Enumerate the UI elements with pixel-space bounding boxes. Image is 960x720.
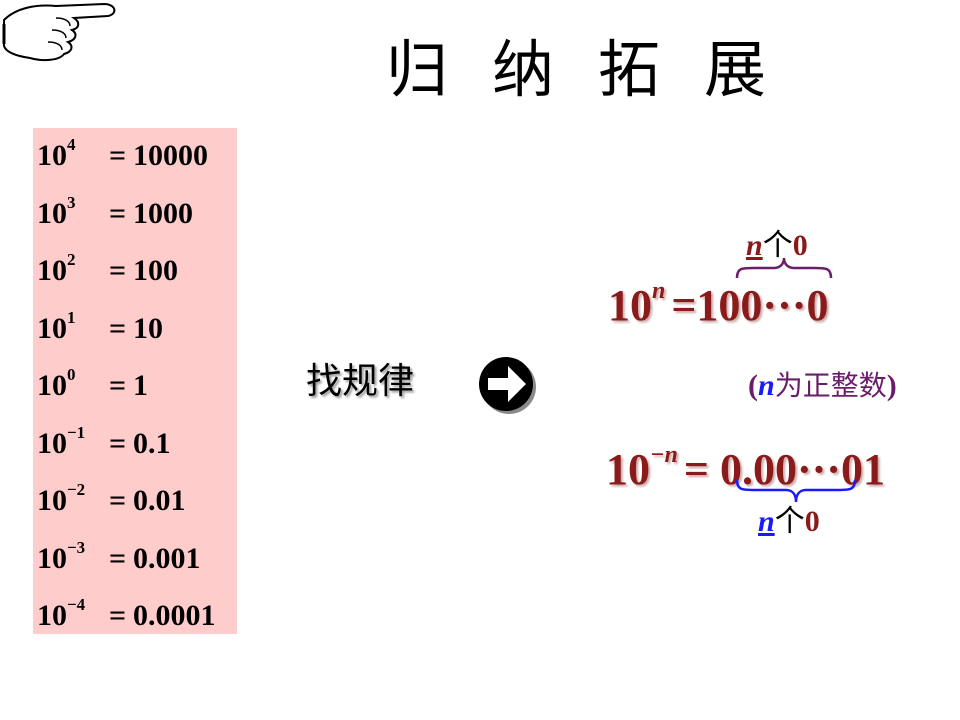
find-pattern-label: 找规律 [306, 361, 415, 402]
power-row: 104=10000 [37, 135, 208, 172]
power-row: 102=100 [37, 250, 178, 287]
power-row: 10−4=0.0001 [37, 595, 216, 632]
pointing-hand-icon [2, 2, 116, 62]
power-row: 10−1=0.1 [37, 422, 171, 460]
formula-positive-exponent: 10n=100···0 [608, 278, 829, 330]
n-variable: n [758, 505, 775, 538]
page-title: 归纳拓展 [386, 30, 770, 110]
measure-word: 个 [762, 228, 793, 263]
power-row: 10−3=0.001 [37, 537, 201, 575]
circled-right-arrow-icon [479, 357, 536, 414]
powers-table: 104=10000 103=1000 102=100 101=10 100=1 10−1=… [33, 128, 237, 634]
zero-digit: 0 [804, 505, 820, 538]
title-char: 纳 [492, 33, 559, 106]
title-char: 拓 [598, 33, 665, 106]
power-row: 100=1 [37, 365, 148, 402]
n-variable: n [746, 229, 763, 262]
title-char: 归 [386, 33, 453, 106]
power-row: 101=10 [37, 307, 163, 345]
zero-digit: 0 [792, 229, 808, 262]
zero-count-label-top: n个0 [746, 220, 808, 264]
title-char: 展 [704, 33, 771, 106]
measure-word: 个 [774, 504, 805, 539]
formula-negative-exponent: 10−n= 0.00···01 [606, 442, 885, 494]
zero-count-label-bottom: n个0 [758, 496, 820, 540]
brace-top [735, 257, 833, 279]
brace-bottom [735, 479, 857, 503]
power-row: 103=1000 [37, 192, 193, 230]
power-row: 10−2=0.01 [37, 480, 186, 517]
positive-integer-note: (n为正整数) [748, 369, 897, 402]
